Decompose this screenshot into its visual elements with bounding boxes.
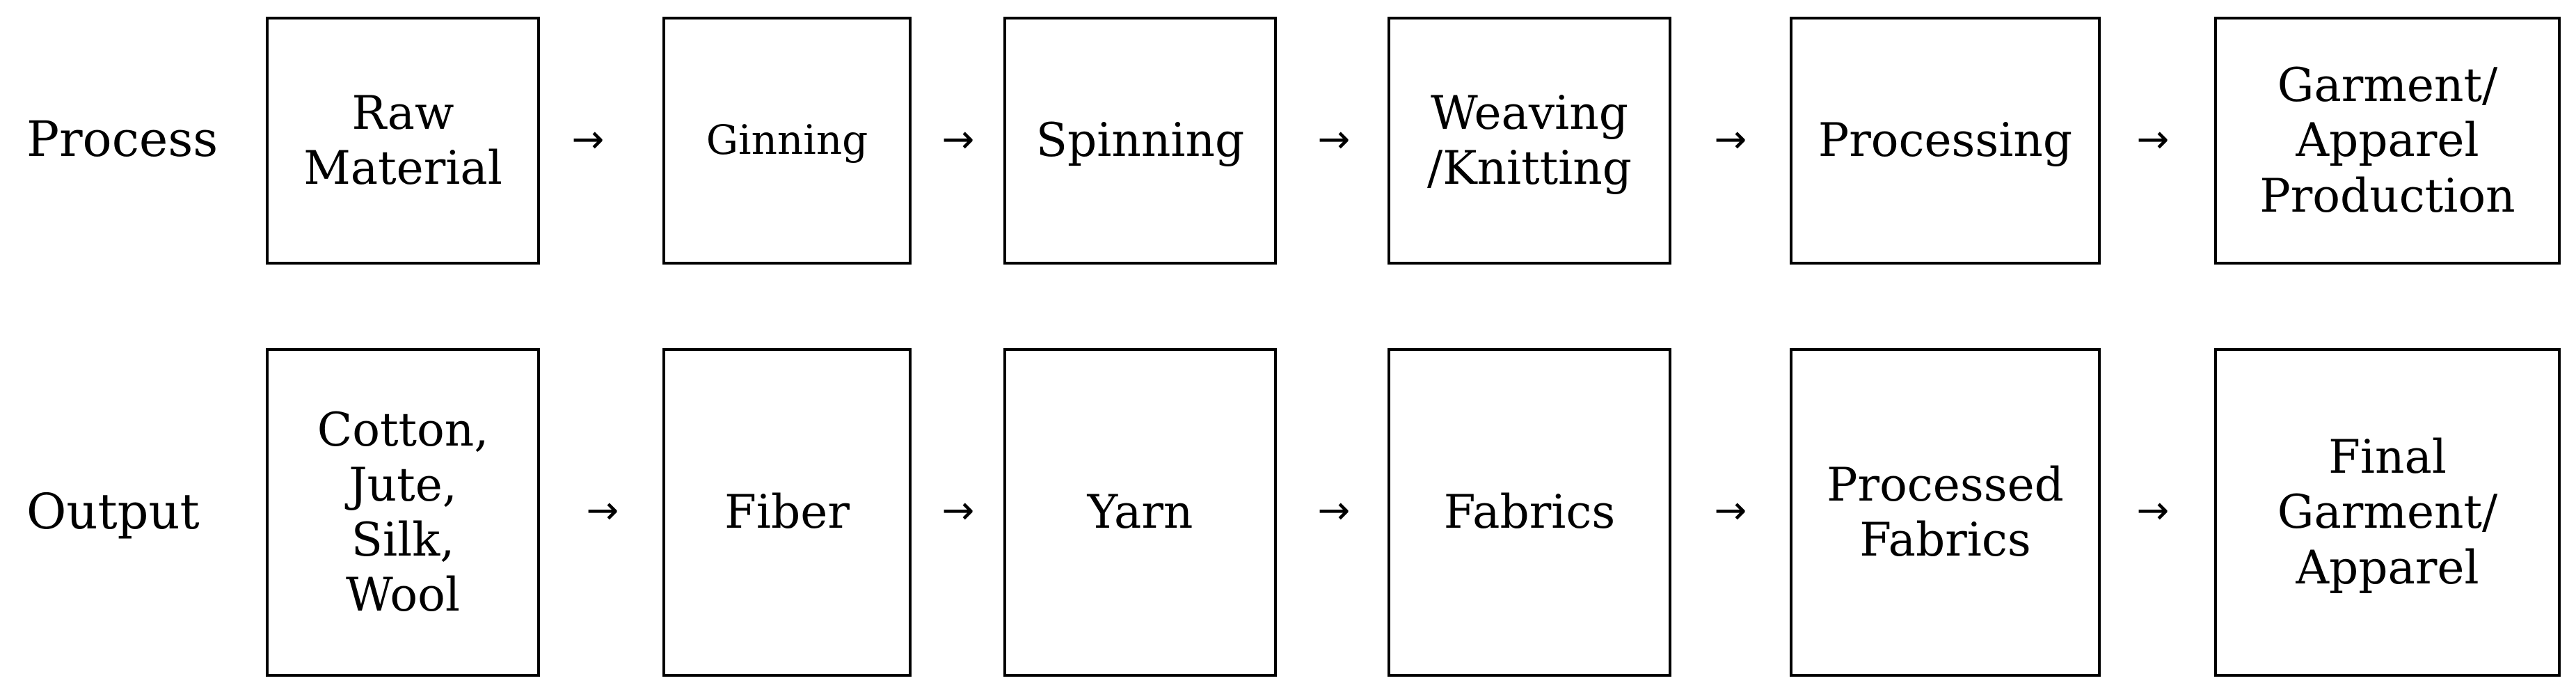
output-step-label: Yarn bbox=[1087, 485, 1193, 540]
process-arrow-3: → bbox=[1317, 117, 1351, 162]
output-step-fiber: Fiber bbox=[662, 348, 912, 677]
process-arrow-5: → bbox=[2136, 117, 2170, 162]
process-arrow-1: → bbox=[571, 117, 605, 162]
output-arrow-1: → bbox=[586, 488, 619, 533]
output-step-yarn: Yarn bbox=[1003, 348, 1277, 677]
output-step-label: Processed Fabrics bbox=[1827, 457, 2064, 567]
process-step-label: Garment/ Apparel Production bbox=[2259, 58, 2515, 223]
process-step-label: Processing bbox=[1818, 113, 2073, 168]
process-step-label: Raw Material bbox=[303, 86, 502, 195]
output-step-final-garment: Final Garment/ Apparel bbox=[2214, 348, 2561, 677]
process-step-label: Spinning bbox=[1035, 113, 1245, 168]
output-step-label: Fiber bbox=[724, 485, 850, 540]
output-arrow-5: → bbox=[2136, 488, 2170, 533]
process-step-ginning: Ginning bbox=[662, 17, 912, 265]
output-arrow-3: → bbox=[1317, 488, 1351, 533]
output-step-label: Final Garment/ Apparel bbox=[2277, 430, 2498, 595]
output-step-processed-fabrics: Processed Fabrics bbox=[1790, 348, 2101, 677]
process-arrow-2: → bbox=[941, 117, 975, 162]
process-row-label: Process bbox=[26, 111, 218, 168]
process-step-weaving-knitting: Weaving /Knitting bbox=[1388, 17, 1671, 265]
process-step-label: Ginning bbox=[706, 116, 868, 164]
output-arrow-2: → bbox=[941, 488, 975, 533]
process-step-processing: Processing bbox=[1790, 17, 2101, 265]
process-step-spinning: Spinning bbox=[1003, 17, 1277, 265]
process-step-raw-material: Raw Material bbox=[266, 17, 540, 265]
output-step-label: Fabrics bbox=[1443, 485, 1616, 540]
output-step-raw-fibers: Cotton, Jute, Silk, Wool bbox=[266, 348, 540, 677]
process-step-garment-production: Garment/ Apparel Production bbox=[2214, 17, 2561, 265]
output-step-label: Cotton, Jute, Silk, Wool bbox=[317, 402, 489, 622]
output-step-fabrics: Fabrics bbox=[1388, 348, 1671, 677]
output-arrow-4: → bbox=[1714, 488, 1747, 533]
process-step-label: Weaving /Knitting bbox=[1426, 86, 1632, 195]
process-arrow-4: → bbox=[1714, 117, 1747, 162]
output-row-label: Output bbox=[26, 483, 200, 540]
